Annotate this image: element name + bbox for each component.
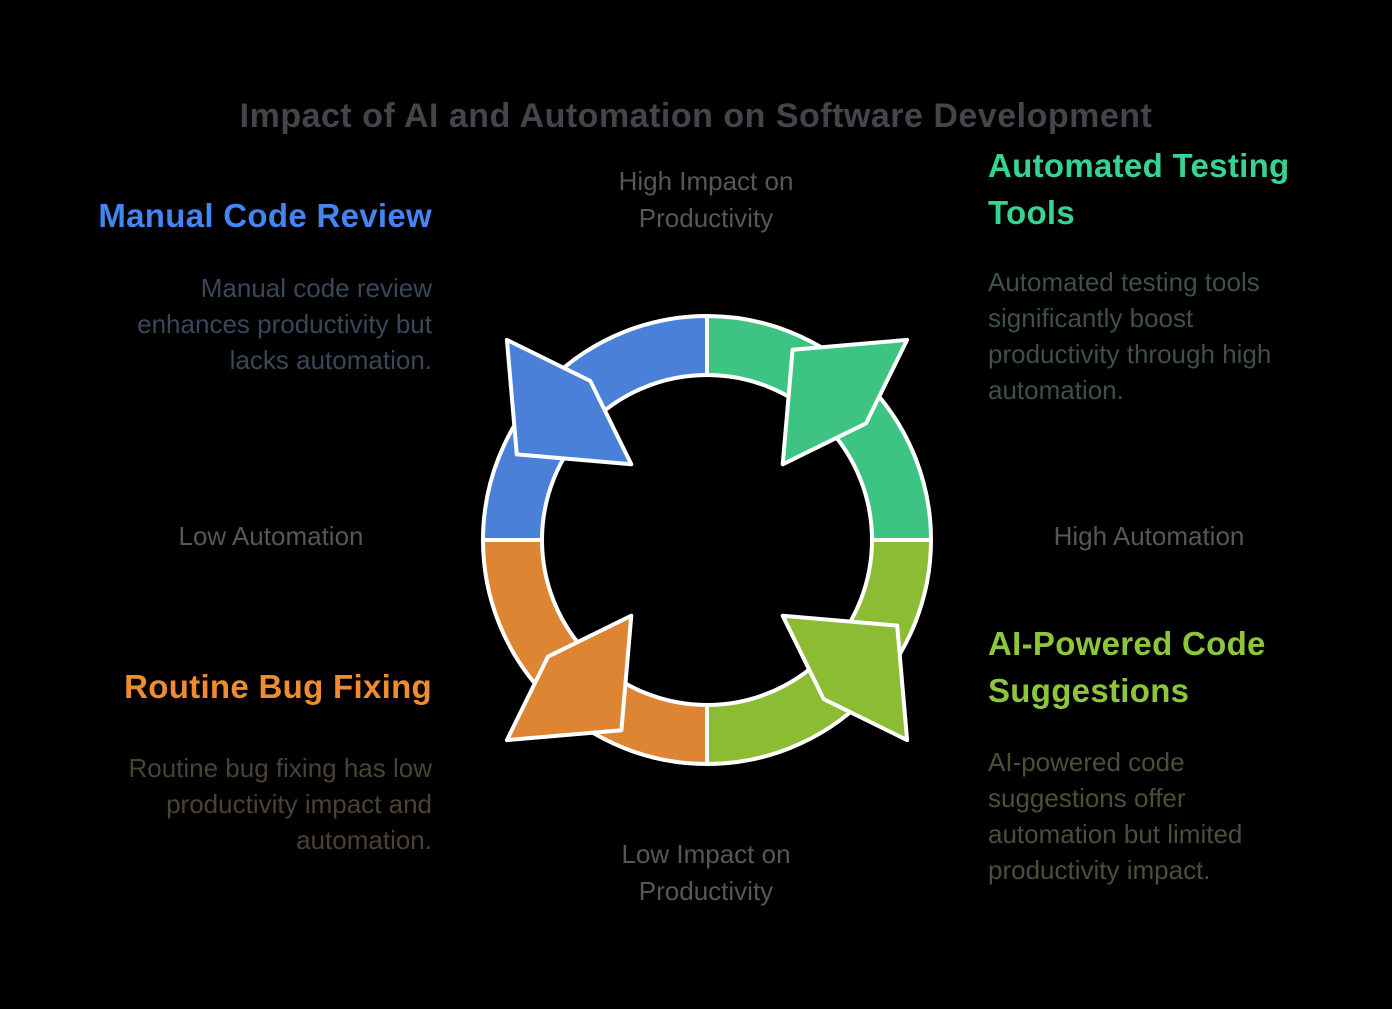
quadrant-block-ai-powered-code-suggestions: AI-Powered Code Suggestions AI-powered c… [988, 620, 1363, 888]
cycle-diagram [481, 314, 933, 766]
axis-label-high-impact: High Impact on Productivity [618, 166, 794, 233]
quadrant-heading-ai-powered-code-suggestions: AI-Powered Code Suggestions [988, 625, 1266, 709]
quadrant-description-routine-bug-fixing: Routine bug fixing has low productivity … [128, 753, 432, 855]
quadrant-description-manual-code-review: Manual code review enhances productivity… [137, 273, 432, 375]
axis-label-low-impact: Low Impact on Productivity [621, 839, 791, 906]
axis-label-high-automation: High Automation [1053, 521, 1245, 551]
cycle-band-orange [481, 538, 709, 766]
quadrant-block-automated-testing-tools: Automated Testing Tools Automated testin… [988, 142, 1356, 408]
axis-label-low-automation: Low Automation [178, 521, 364, 551]
quadrant-heading-routine-bug-fixing: Routine Bug Fixing [124, 668, 432, 705]
quadrant-description-automated-testing-tools: Automated testing tools significantly bo… [988, 267, 1272, 405]
quadrant-block-manual-code-review: Manual Code Review Manual code review en… [40, 192, 432, 378]
cycle-arrowhead-blue [504, 337, 634, 467]
diagram-title: Impact of AI and Automation on Software … [239, 97, 1153, 135]
quadrant-description-ai-powered-code-suggestions: AI-powered code suggestions offer automa… [988, 747, 1243, 885]
cycle-arrowhead-light-green [780, 613, 910, 743]
quadrant-heading-manual-code-review: Manual Code Review [98, 197, 432, 234]
cycle-arrowhead-orange [504, 613, 634, 743]
cycle-arrowhead-green [780, 337, 910, 467]
quadrant-block-routine-bug-fixing: Routine Bug Fixing Routine bug fixing ha… [40, 663, 432, 858]
quadrant-heading-automated-testing-tools: Automated Testing Tools [988, 147, 1290, 231]
